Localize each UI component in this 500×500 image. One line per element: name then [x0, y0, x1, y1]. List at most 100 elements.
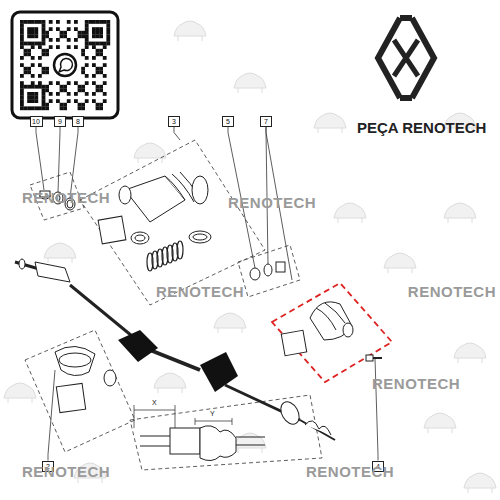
qr-module [96, 20, 100, 24]
qr-module [92, 42, 96, 46]
qr-module [78, 34, 82, 38]
qr-module [31, 74, 35, 78]
qr-module [63, 103, 67, 107]
qr-module [20, 81, 24, 85]
qr-module [99, 27, 103, 31]
qr-module [38, 56, 42, 60]
qr-module [31, 31, 35, 35]
qr-module [56, 92, 60, 96]
qr-module [56, 20, 60, 24]
qr-module [96, 88, 100, 92]
qr-module [38, 45, 42, 49]
qr-module [31, 106, 35, 110]
qr-module [20, 74, 24, 78]
qr-module [92, 92, 96, 96]
qr-module [27, 52, 31, 56]
qr-module [67, 99, 71, 103]
leader-line [70, 127, 78, 199]
qr-module [74, 45, 78, 49]
qr-module [20, 27, 24, 31]
qr-module [60, 103, 64, 107]
leader-line [58, 127, 60, 193]
car-watermark [464, 473, 496, 493]
qr-module [27, 99, 31, 103]
qr-module [96, 103, 100, 107]
callout-box: 3 [168, 116, 180, 127]
qr-module [38, 20, 42, 24]
qr-module [42, 52, 46, 56]
qr-module [96, 31, 100, 35]
qr-module [31, 42, 35, 46]
qr-module [63, 34, 67, 38]
qr-frame [12, 12, 118, 118]
qr-module [85, 63, 89, 67]
qr-module [49, 27, 53, 31]
outer-boot [200, 352, 238, 392]
car-watermark [174, 21, 206, 41]
qr-module [27, 49, 31, 53]
qr-module [81, 31, 85, 35]
qr-module [106, 31, 110, 35]
qr-module [24, 85, 28, 89]
whatsapp-bubble [59, 59, 72, 72]
qr-module [45, 88, 49, 92]
callout-number: 5 [226, 118, 230, 125]
qr-module [99, 49, 103, 53]
qr-module [85, 31, 89, 35]
qr-module [38, 74, 42, 78]
qr-module [45, 67, 49, 71]
callout-box: 9 [54, 116, 66, 127]
qr-module [20, 63, 24, 67]
qr-module [31, 81, 35, 85]
qr-module [24, 20, 28, 24]
car-watermark [214, 313, 246, 333]
qr-module [24, 49, 28, 53]
qr-module [31, 99, 35, 103]
qr-module [92, 31, 96, 35]
qr-module [20, 45, 24, 49]
qr-module [85, 38, 89, 42]
qr-module [56, 99, 60, 103]
qr-module [99, 31, 103, 35]
qr-module [96, 85, 100, 89]
callout-number: 9 [58, 118, 62, 125]
qr-module [106, 20, 110, 24]
qr-module [24, 106, 28, 110]
qr-module [67, 20, 71, 24]
qr-module [103, 20, 107, 24]
qr-module [42, 20, 46, 24]
qr-code [20, 20, 110, 110]
qr-module [27, 92, 31, 96]
qr-module [42, 103, 46, 107]
leader-lines [36, 127, 378, 461]
qr-module [31, 20, 35, 24]
qr-module [81, 70, 85, 74]
qr-module [103, 45, 107, 49]
qr-module [92, 45, 96, 49]
qr-module [60, 31, 64, 35]
qr-module [20, 88, 24, 92]
car-watermark [154, 373, 186, 393]
qr-module [42, 67, 46, 71]
watermark: RENOTECH [408, 284, 496, 299]
qr-module [42, 106, 46, 110]
qr-module [20, 92, 24, 96]
qr-module [103, 99, 107, 103]
callout-number: 7 [264, 118, 268, 125]
qr-module [34, 34, 38, 38]
qr-module [74, 20, 78, 24]
qr-module [49, 99, 53, 103]
qr-module [106, 42, 110, 46]
qr-module [27, 42, 31, 46]
qr-module [81, 103, 85, 107]
watermark: RENOTECH [156, 284, 244, 299]
qr-module [81, 34, 85, 38]
qr-module [24, 42, 28, 46]
qr-module [27, 31, 31, 35]
qr-module [63, 85, 67, 89]
qr-module [96, 49, 100, 53]
qr-module [45, 52, 49, 56]
qr-module [78, 88, 82, 92]
qr-module [78, 31, 82, 35]
qr-module [85, 42, 89, 46]
